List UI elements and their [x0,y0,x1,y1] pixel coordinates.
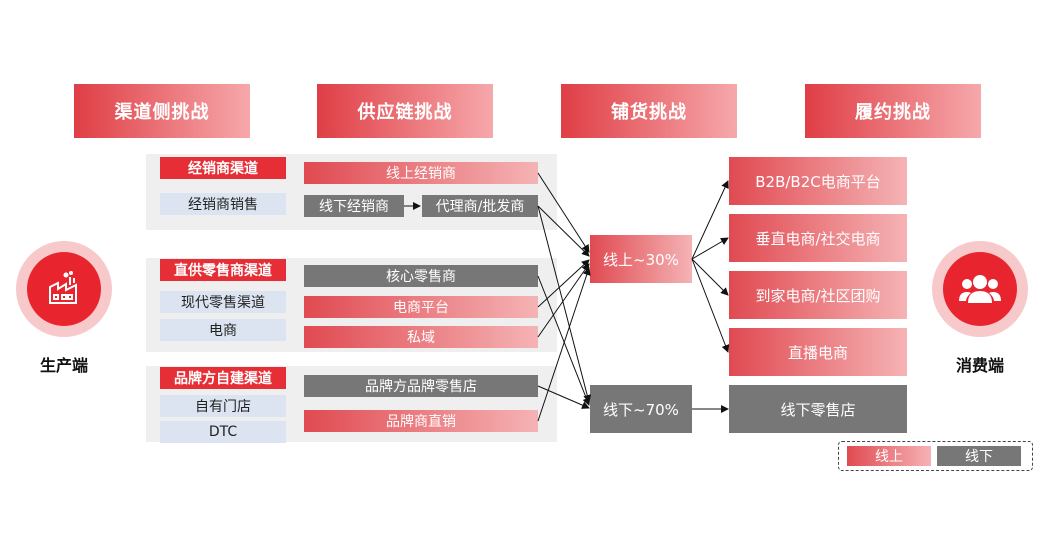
edge-brand-direct-to-online [537,267,591,422]
private-domain-bar: 私域 [304,326,538,348]
consumer-label: 消费端 [955,356,1004,375]
edge-agent-to-online [537,205,590,257]
header-supply-chain-challenge: 供应链挑战 [317,84,493,138]
users-icon [943,252,1017,326]
edge-online-to-o2 [691,237,729,260]
dealer-channel-title: 经销商渠道 [160,157,286,179]
edge-private-to-online [537,263,590,338]
brand-retail-store-bar: 品牌方品牌零售店 [304,375,538,397]
edge-ecommerce-to-online [537,259,590,308]
ecommerce-label: 电商 [160,319,286,341]
edge-brand-store-to-offline [537,385,590,409]
legend-offline: 线下 [937,446,1021,466]
vertical-social-ecommerce-node: 垂直电商/社交电商 [729,214,907,262]
edge-core-retailer-to-offline [537,275,591,406]
edge-online-to-o1 [691,180,729,260]
home-community-ecommerce-node: 到家电商/社区团购 [729,271,907,319]
direct-retail-channel-title: 直供零售商渠道 [160,259,286,281]
offline-share-hub: 线下~70% [590,385,692,433]
legend [838,441,1033,471]
ecommerce-platform-bar: 电商平台 [304,296,538,318]
producer-circle [16,241,112,337]
core-retailer-bar: 核心零售商 [304,265,538,287]
header-fulfillment-challenge: 履约挑战 [805,84,981,138]
brand-direct-sales-bar: 品牌商直销 [304,410,538,432]
agent-wholesaler-bar: 代理商/批发商 [422,195,538,217]
header-channel-challenge: 渠道侧挑战 [74,84,250,138]
edge-agent-to-offline [537,205,592,403]
modern-retail-label: 现代零售渠道 [160,291,286,313]
factory-icon [27,252,101,326]
offline-retail-store-node: 线下零售店 [729,385,907,433]
edge-online-to-o4 [691,258,730,353]
edge-online-to-o3 [691,258,729,296]
consumer-circle [932,241,1028,337]
online-dealer-bar: 线上经销商 [304,162,538,184]
online-share-hub: 线上~30% [590,235,692,283]
dealer-sales-label: 经销商销售 [160,193,286,215]
dtc-label: DTC [160,421,286,443]
own-store-label: 自有门店 [160,395,286,417]
edge-online-dealer-to-online [537,172,590,253]
header-distribution-challenge: 铺货挑战 [561,84,737,138]
b2b-b2c-platform-node: B2B/B2C电商平台 [729,157,907,205]
legend-online: 线上 [847,446,931,466]
live-streaming-ecommerce-node: 直播电商 [729,328,907,376]
offline-dealer-bar: 线下经销商 [304,195,404,217]
producer-label: 生产端 [39,356,88,375]
brand-own-channel-title: 品牌方自建渠道 [160,367,286,389]
